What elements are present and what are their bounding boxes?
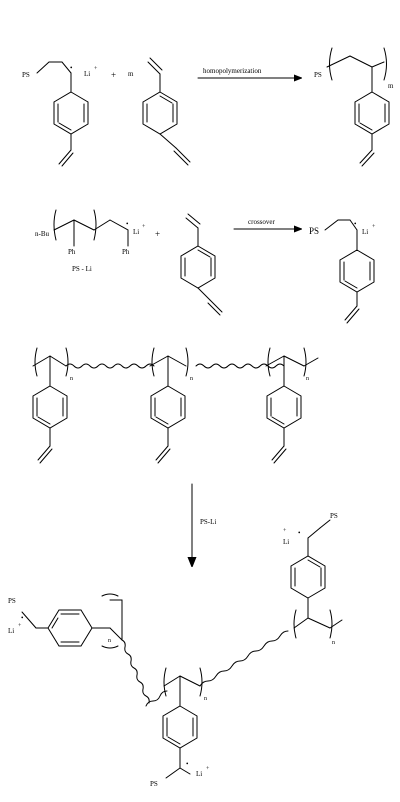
plus-sign: + bbox=[111, 70, 116, 80]
repeat-n-3: n bbox=[306, 376, 309, 382]
ps-label: PS bbox=[150, 780, 158, 788]
row-branched-product: PS Li + • n n bbox=[8, 512, 343, 788]
repeat-m: m bbox=[388, 82, 394, 90]
poly-dvb-product: PS m bbox=[314, 47, 394, 167]
left-backbone-unit: n bbox=[101, 593, 123, 649]
crossover-product: PS • Li + bbox=[309, 219, 376, 324]
repeat-n-2: n bbox=[190, 376, 193, 382]
repeat-unit-1: n bbox=[32, 347, 73, 464]
arrow-ps-li-addition: PS-Li bbox=[192, 483, 216, 566]
row-polymer-pendant-vinyl: n n bbox=[32, 347, 319, 464]
ph-label-1: Ph bbox=[68, 248, 76, 256]
wavy-chain-2 bbox=[195, 363, 285, 369]
li-label: Li bbox=[8, 627, 14, 635]
repeat-n-center: n bbox=[204, 696, 207, 702]
plus-sign: + bbox=[155, 229, 160, 239]
monomer-count-m: m bbox=[128, 70, 134, 78]
right-backbone-unit: n PS • Li + bbox=[283, 512, 343, 646]
repeat-n-1: n bbox=[70, 376, 73, 382]
ps-li-name: PS - Li bbox=[72, 265, 92, 273]
ps-li-reagent-label: PS-Li bbox=[200, 518, 216, 526]
li-label: Li bbox=[84, 70, 90, 78]
divinylbenzene-monomer bbox=[180, 213, 223, 316]
radical-dot: • bbox=[21, 614, 24, 622]
radical-dot: • bbox=[354, 220, 357, 228]
li-label: Li bbox=[283, 538, 289, 546]
radical-dot: • bbox=[126, 220, 129, 228]
repeat-unit-3: n bbox=[265, 347, 319, 464]
wavy-chain-right bbox=[199, 630, 289, 687]
li-label: Li bbox=[362, 228, 368, 236]
radical-dot: • bbox=[70, 64, 73, 72]
n-bu-label: n-Bu bbox=[35, 230, 50, 238]
ps-label: PS bbox=[330, 512, 338, 520]
wavy-chain-left bbox=[121, 639, 150, 704]
ph-label-2: Ph bbox=[122, 248, 130, 256]
arrow-crossover: crossover bbox=[233, 218, 301, 229]
li-charge: + bbox=[94, 66, 98, 72]
li-charge: + bbox=[142, 224, 146, 230]
radical-dot: • bbox=[298, 529, 301, 537]
living-ps-chain-end: PS • Li + bbox=[22, 61, 98, 167]
ps-label: PS bbox=[309, 226, 319, 236]
radical-dot: • bbox=[186, 760, 189, 768]
ps-label: PS bbox=[22, 71, 30, 79]
wavy-chain-left-2 bbox=[145, 690, 168, 707]
row-crossover: n-Bu Ph Ph • Li + PS - Li + bbox=[35, 209, 376, 324]
li-charge: + bbox=[283, 528, 287, 534]
li-charge: + bbox=[18, 623, 22, 629]
ps-li-initiator: n-Bu Ph Ph • Li + PS - Li bbox=[35, 209, 146, 273]
center-backbone-unit: n • Li + PS bbox=[150, 667, 210, 788]
repeat-n-left: n bbox=[108, 638, 111, 644]
ps-end-label: PS bbox=[314, 71, 322, 79]
arrow-homopolymerization: homopolymerization bbox=[197, 67, 301, 78]
wavy-chain-1 bbox=[65, 363, 155, 369]
homopolymerization-label: homopolymerization bbox=[203, 67, 262, 75]
ps-label: PS bbox=[8, 597, 16, 605]
repeat-unit-2: n bbox=[149, 347, 193, 464]
row-homopolymerization: PS • Li + + m bbox=[22, 47, 394, 167]
left-living-arm: PS Li + • bbox=[8, 597, 111, 647]
li-charge: + bbox=[206, 766, 210, 772]
li-label: Li bbox=[196, 770, 202, 778]
li-charge: + bbox=[372, 224, 376, 230]
divinylbenzene-monomer bbox=[142, 57, 191, 166]
crossover-label: crossover bbox=[248, 218, 275, 226]
li-label: Li bbox=[133, 228, 139, 236]
repeat-n-right: n bbox=[332, 640, 335, 646]
